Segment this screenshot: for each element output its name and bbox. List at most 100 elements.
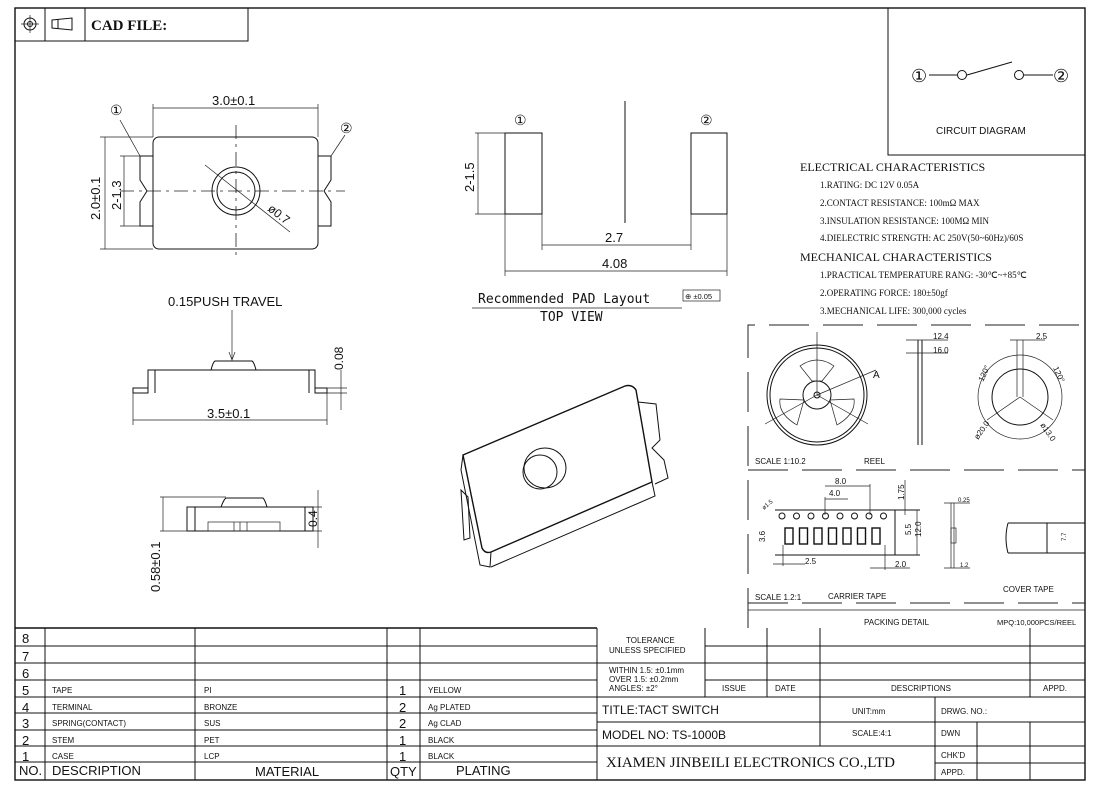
bom-cell-qty: 1 [399, 733, 406, 748]
tape-pocket [842, 527, 852, 545]
pad-pin-1: ① [514, 112, 527, 128]
bom-cell-no: 8 [22, 631, 29, 646]
tape-scale: SCALE 1.2:1 [755, 593, 802, 602]
pin-2-label: ② [340, 120, 353, 136]
dim-0-25: 0.25 [958, 498, 970, 504]
bom-cell-plating: BLACK [428, 736, 455, 745]
descriptions-header: DESCRIPTIONS [891, 684, 951, 693]
projection-symbol-icon [21, 15, 73, 33]
mechanical-item: 3.MECHANICAL LIFE: 300,000 cycles [820, 306, 967, 316]
top-view: 3.0±0.1 ① ② 2.0±0.1 2-1.3 ø0.7 [88, 93, 353, 260]
dim-reel-w1: 12.4 [933, 332, 949, 341]
bom-cell-qty: 1 [399, 683, 406, 698]
position-tolerance: ⊕ ±0.05 [685, 292, 712, 301]
pad-layout-title: Recommended PAD Layout [478, 292, 650, 307]
dim-width: 3.0±0.1 [212, 93, 255, 108]
dim-2-0: 2.0 [895, 560, 907, 569]
date-header: DATE [775, 684, 796, 693]
bom-cell-no: 2 [22, 733, 29, 748]
bom-cell-plating: Ag PLATED [428, 703, 471, 712]
bom-cell-desc: CASE [52, 752, 74, 761]
cover-tape-label: COVER TAPE [1003, 585, 1054, 594]
bom-cell-plating: YELLOW [428, 686, 462, 695]
mechanical-item: 1.PRACTICAL TEMPERATURE RANG: -30℃~+85℃ [820, 270, 1027, 280]
front-view: 0.58±0.1 0.4 [148, 490, 322, 592]
unit-label: UNIT:mm [852, 707, 886, 716]
bom-row: 7 [22, 649, 29, 664]
carrier-tape-drawing: 4.0 8.0 1.75 ø1.5 5.5 12.0 3.6 2.5 2.0 0… [755, 477, 1085, 627]
dim-edge: 1.75 [897, 484, 906, 500]
dim-reel-slot: 2.5 [1036, 332, 1048, 341]
bom-cell-no: 3 [22, 716, 29, 731]
dim-total-height: 0.58±0.1 [148, 541, 163, 592]
dim-length: 3.5±0.1 [207, 406, 250, 421]
tape-pocket [798, 527, 809, 545]
reel-scale: SCALE 1:10.2 [755, 457, 806, 466]
bom-cell-plating: BLACK [428, 752, 455, 761]
dim-angle-2: 120° [1051, 365, 1066, 384]
appd-header: APPD. [1043, 684, 1067, 693]
characteristics: ELECTRICAL CHARACTERISTICS 1.RATING: DC … [800, 160, 1027, 316]
dim-tape-width: 12.0 [914, 521, 923, 537]
dim-outer: 4.08 [602, 256, 627, 271]
circuit-pin-2: ② [1053, 66, 1069, 86]
cad-file-label: CAD FILE: [91, 18, 167, 34]
dim-angle-1: 120° [977, 364, 992, 383]
bom-cell-material: PET [204, 736, 220, 745]
sprocket-hole [822, 512, 829, 520]
side-view: 0.15PUSH TRAVEL 3.5±0.1 0.08 [132, 294, 347, 425]
bom-cell-no: 6 [22, 666, 29, 681]
drawing-title: TITLE:TACT SWITCH [602, 703, 719, 717]
bom-header-no: NO. [19, 763, 42, 778]
dim-reel-d1: ø20.0 [972, 419, 991, 441]
sprocket-hole [793, 512, 800, 520]
bom-cell-material: BRONZE [204, 703, 237, 712]
sprocket-hole [778, 512, 786, 520]
dim-hole-pitch: 4.0 [829, 489, 841, 498]
bom-cell-no: 1 [22, 749, 29, 764]
tape-pocket [827, 527, 838, 545]
circuit-diagram-label: CIRCUIT DIAGRAM [936, 126, 1026, 137]
isometric-view [460, 384, 669, 568]
carrier-tape-label: CARRIER TAPE [828, 592, 886, 601]
dim-terminal: 2-1.3 [109, 180, 124, 210]
sprocket-hole [880, 512, 887, 520]
dim-1-2: 1.2 [960, 563, 969, 569]
bom-cell-material: PI [204, 686, 212, 695]
drawing-number-label: DRWG. NO.: [941, 707, 987, 716]
bom-cell-qty: 1 [399, 749, 406, 764]
sprocket-hole [836, 512, 844, 520]
bom-header-plating: PLATING [456, 763, 511, 778]
bom-header-material: MATERIAL [255, 764, 319, 779]
dim-reel-w2: 16.0 [933, 346, 949, 355]
dim-2-5: 2.5 [805, 557, 817, 566]
electrical-item: 4.DIELECTRIC STRENGTH: AC 250V(50~60Hz)/… [820, 233, 1023, 243]
cad-file-header: CAD FILE: [15, 8, 249, 42]
sprocket-hole [851, 512, 858, 520]
drawing-border [14, 7, 1086, 781]
bom-row: 6 [22, 666, 29, 681]
packing-detail-label: PACKING DETAIL [864, 618, 930, 627]
dim-height: 2.0±0.1 [88, 177, 103, 220]
reel-section-mark: A [873, 370, 880, 381]
bom-cell-no: 5 [22, 683, 29, 698]
issue-header: ISSUE [722, 684, 746, 693]
mpq-label: MPQ:10,000PCS/REEL [997, 618, 1076, 627]
mechanical-item: 2.OPERATING FORCE: 180±50gf [820, 288, 948, 298]
dim-body-height: 0.4 [306, 510, 320, 527]
electrical-item: 2.CONTACT RESISTANCE: 100mΩ MAX [820, 198, 980, 208]
dim-cover-width: 7.7 [1062, 532, 1068, 541]
model-number: MODEL NO: TS-1000B [602, 728, 726, 742]
bom-cell-desc: SPRING(CONTACT) [52, 719, 126, 728]
electrical-item: 1.RATING: DC 12V 0.05A [820, 180, 920, 190]
tolerance-angles: ANGLES: ±2° [609, 684, 658, 693]
dim-pitch: 8.0 [835, 477, 847, 486]
bom-cell-no: 4 [22, 700, 29, 715]
packing-detail: A 12.4 16.0 2.5 120° 120° ø20.0 ø13.0 SC… [747, 324, 1085, 628]
bom-header-description: DESCRIPTION [52, 763, 141, 778]
tape-pocket [813, 527, 823, 545]
